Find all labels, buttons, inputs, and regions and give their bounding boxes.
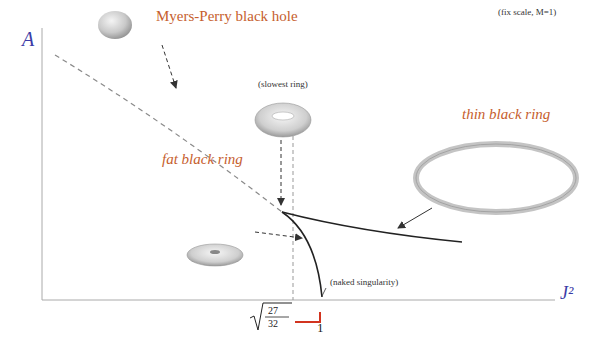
axis-label: J² xyxy=(560,284,573,304)
phase-label: thin black ring xyxy=(462,106,550,123)
fraction-numerator: 27 xyxy=(268,305,278,316)
phase-label: Myers-Perry black hole xyxy=(156,8,298,25)
tick-label: 1 xyxy=(317,321,324,335)
singularity-note: (naked singularity) xyxy=(330,278,398,288)
fraction-denominator: 32 xyxy=(268,318,278,329)
scale-note: (fix scale, M=1) xyxy=(498,8,556,18)
phase-label: fat black ring xyxy=(162,151,243,168)
axis-label: A xyxy=(22,28,34,50)
ring-note: (slowest ring) xyxy=(258,80,308,90)
